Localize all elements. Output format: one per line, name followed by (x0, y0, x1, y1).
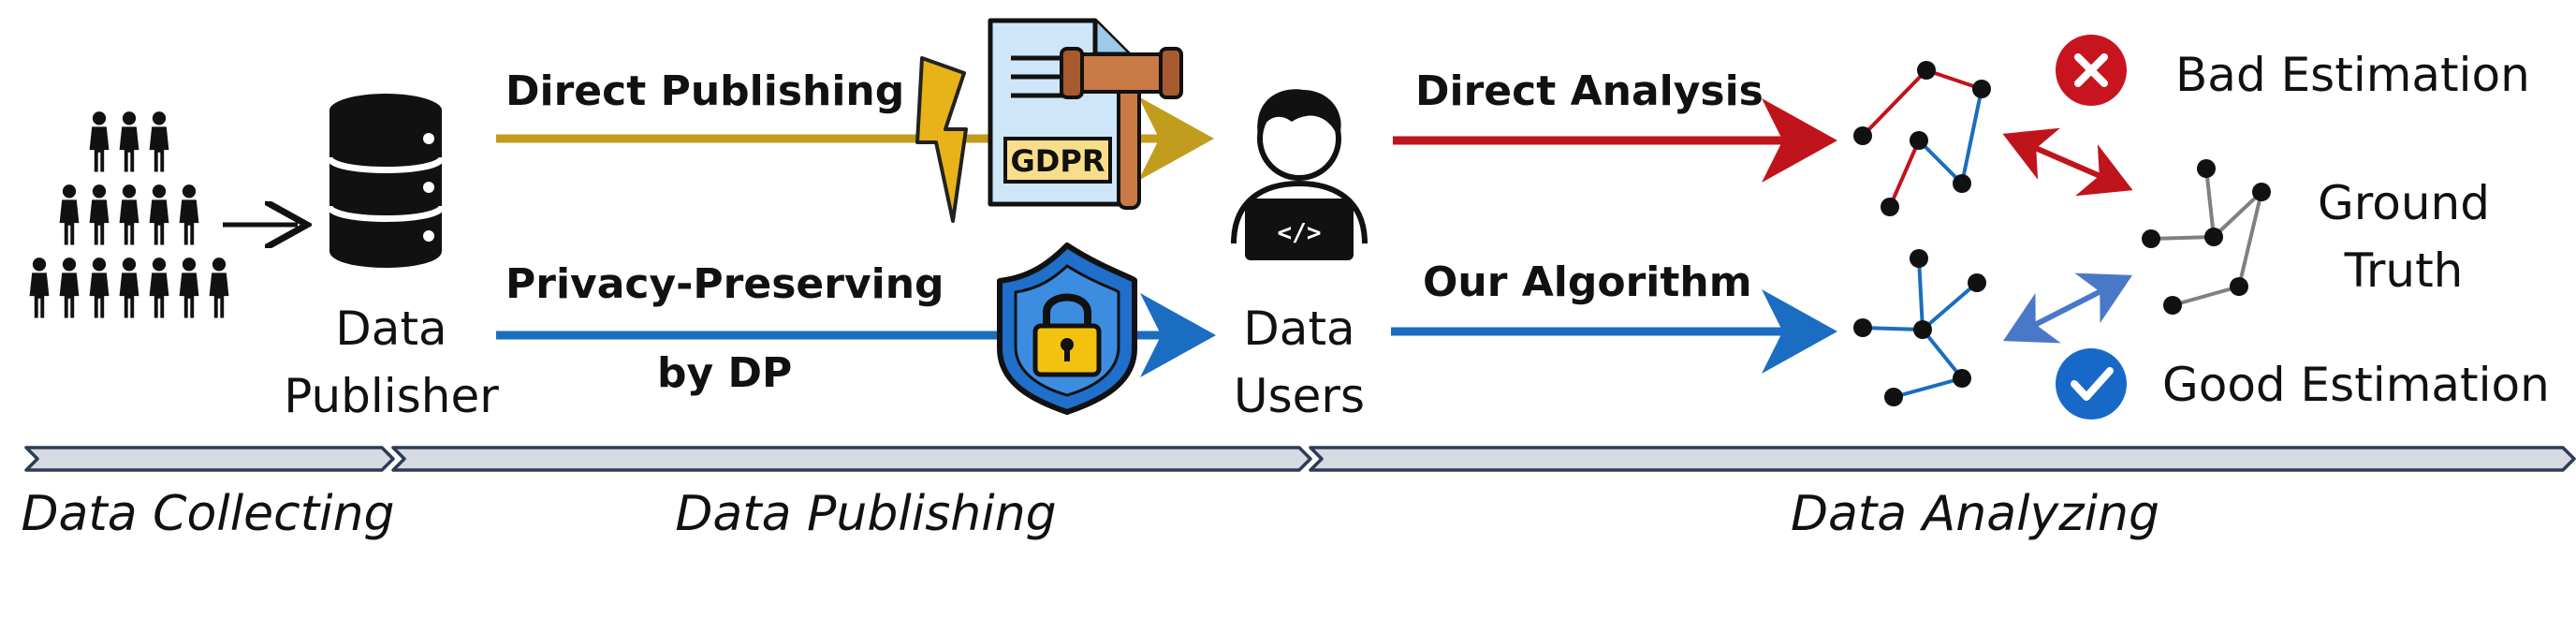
person-icon (89, 184, 110, 245)
stage-chevron-analyzing (1309, 446, 2576, 472)
stage-label-publishing: Data Publishing (675, 486, 1056, 542)
person-icon (209, 258, 229, 318)
database-icon (326, 94, 446, 268)
good-estimation-graph (1853, 249, 1986, 406)
bad-estimation-label: Bad Estimation (2175, 48, 2530, 102)
person-icon (119, 111, 139, 172)
people-crowd-icon (29, 111, 229, 318)
person-icon (179, 258, 199, 318)
ground-truth-label-line2: Truth (2344, 243, 2464, 298)
shield-lock-icon (997, 243, 1138, 415)
gdpr-document-icon (988, 18, 1132, 207)
person-icon (119, 184, 139, 245)
gdpr-badge-label: GDPR (1011, 143, 1105, 179)
person-icon (59, 258, 80, 318)
gavel-icon (1060, 47, 1183, 210)
data-users-label-line1: Data (1243, 302, 1354, 356)
data-publisher-label-line1: Data (335, 302, 446, 356)
stage-label-analyzing: Data Analyzing (1791, 486, 2159, 542)
bad-estimation-graph (1853, 61, 1991, 216)
stage-label-collecting: Data Collecting (21, 486, 394, 542)
data-publisher-label-line2: Publisher (284, 369, 499, 423)
ground-truth-label-line1: Ground (2318, 176, 2490, 230)
direct-publishing-label: Direct Publishing (505, 67, 904, 115)
person-icon (149, 111, 169, 172)
person-icon (149, 258, 169, 318)
person-icon (179, 184, 199, 245)
direct-analysis-label: Direct Analysis (1415, 67, 1764, 115)
data-users-label-line2: Users (1234, 369, 1365, 423)
privacy-preserving-label-line1: Privacy-Preserving (505, 260, 944, 308)
person-icon (149, 184, 169, 245)
privacy-preserving-label-line2: by DP (657, 349, 792, 397)
svg-text:</>: </> (1278, 219, 1322, 247)
cross-icon (2056, 35, 2127, 106)
developer-icon: </> (1231, 89, 1368, 260)
person-icon (89, 258, 110, 318)
ground-truth-graph (2142, 159, 2271, 315)
person-icon (29, 258, 50, 318)
stage-chevron-publishing (391, 446, 1312, 472)
good-comparison-arrow (2002, 272, 2133, 344)
stage-chevron-collecting (24, 446, 395, 472)
person-icon (89, 111, 110, 172)
our-algorithm-label: Our Algorithm (1423, 258, 1752, 306)
lightning-icon (915, 56, 968, 223)
check-icon (2056, 348, 2127, 420)
person-icon (59, 184, 80, 245)
bad-comparison-arrow (2002, 127, 2133, 197)
person-icon (119, 258, 139, 318)
good-estimation-label: Good Estimation (2162, 358, 2550, 412)
